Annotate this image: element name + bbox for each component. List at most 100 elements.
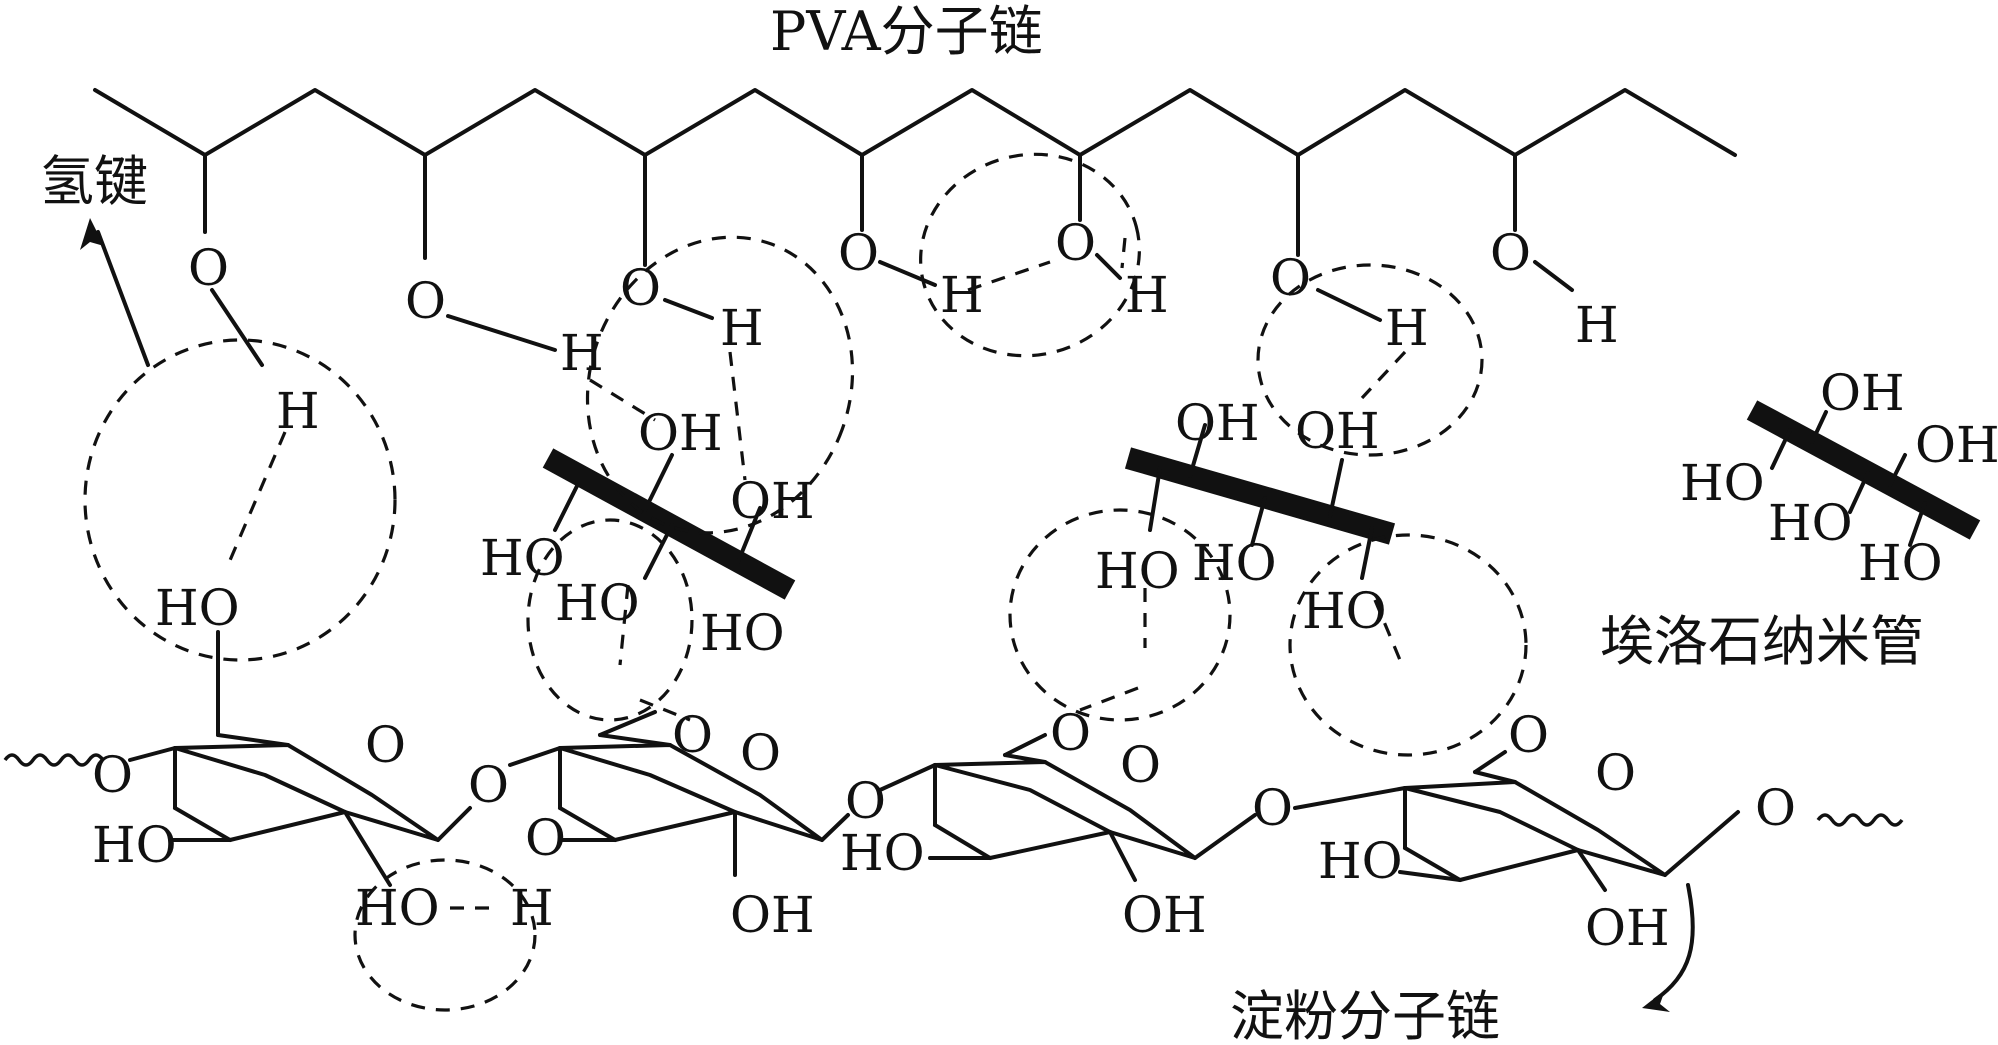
starch-chain-label: 淀粉分子链 [1230, 985, 1500, 1040]
hbond-dash [1120, 237, 1127, 269]
hbond-circle-2 [585, 235, 855, 535]
pva-oh-bond-5 [1095, 253, 1122, 280]
atom-h: H [560, 324, 604, 382]
atom-ho: HO [480, 529, 565, 587]
ring-4-bond [1458, 848, 1580, 882]
pva-oh-bond-1 [210, 288, 264, 367]
atom-h: H [1125, 266, 1169, 324]
hbond-dash [226, 431, 287, 566]
ring-4-bond [1293, 786, 1407, 810]
pva-atoms: O H O H O H O H O H O H O H [188, 214, 1619, 440]
atom-h: H [510, 879, 554, 937]
hbond-dash [1360, 350, 1407, 400]
atom-ho: HO [155, 579, 240, 637]
atom-ho: HO [92, 816, 177, 874]
atom-oh: OH [1122, 886, 1207, 944]
wavy-chain-end-left [3, 753, 105, 767]
atom-oh: OH [1585, 899, 1670, 957]
atom-o: O [1755, 779, 1796, 837]
ring-2-bond [613, 810, 737, 842]
atom-o: O [838, 224, 879, 282]
atom-oh: OH [1820, 364, 1905, 422]
hbond-dash [618, 584, 630, 666]
tube-2-oh-bond [1360, 526, 1374, 580]
ring-3-bond [1003, 753, 1047, 764]
atom-ho: HO [1302, 582, 1387, 640]
pva-backbone [93, 88, 1737, 157]
hydrogen-bond-arrow [96, 230, 150, 367]
halloysite-tube-1 [542, 448, 796, 600]
tube-2-oh-bond [1148, 466, 1162, 532]
ring-3-bond [988, 830, 1112, 860]
atom-o: O [468, 756, 509, 814]
tube-2-oh-bond [1328, 458, 1344, 518]
hbond-dash [589, 378, 656, 422]
arrows [80, 218, 1695, 1012]
atom-o: O [188, 239, 229, 297]
ring-4-bond [1576, 848, 1607, 892]
atom-oh: OH [1915, 416, 1998, 474]
tube-3-oh-bond [1908, 501, 1927, 547]
starch-chain [3, 630, 1904, 892]
atom-o: O [365, 716, 406, 774]
atom-oh: OH [730, 886, 815, 944]
atom-o: O [1270, 249, 1311, 307]
atom-ho: HO [1095, 542, 1180, 600]
atom-o: O [1508, 706, 1549, 764]
pva-oh-bond-6 [1316, 288, 1382, 322]
atom-h: H [940, 266, 984, 324]
halloysite-nanotubes: OH HO OH HO HO OH OH HO HO HO OH OH HO H… [480, 364, 1998, 662]
tube-1-oh-bond [643, 523, 674, 580]
tube-3-oh-bond [1810, 410, 1828, 444]
ring-4-bond [1663, 810, 1740, 877]
pva-oh-bond-7 [1533, 260, 1574, 292]
pva-chain-label: PVA分子链 [770, 0, 1043, 63]
pva-oh-bond-2 [446, 314, 557, 352]
hbond-dash [728, 351, 747, 481]
atom-h: H [720, 299, 764, 357]
hbond-dash [1373, 599, 1402, 661]
pva-chain [93, 88, 1737, 367]
labels: PVA分子链 氢键 埃洛石纳米管 淀粉分子链 [40, 0, 1924, 1045]
ring-4-bond [1473, 770, 1517, 784]
ring-3-bond [878, 763, 937, 792]
hbond-circle-3 [526, 518, 694, 722]
atom-oh: OH [638, 404, 723, 462]
atom-h: H [276, 382, 320, 440]
hbond-circle-7 [1288, 533, 1528, 757]
hydrogen-bond-circles [83, 152, 1528, 1012]
atom-o: O [1050, 704, 1091, 762]
atom-ho: HO [555, 574, 640, 632]
ring-1-bond [436, 806, 472, 842]
atom-ho: HO [840, 824, 925, 882]
ring-1-bond [173, 806, 232, 842]
atom-o: O [845, 772, 886, 830]
hbond-circle-8 [353, 858, 537, 1012]
arrow-head-icon [1642, 990, 1670, 1012]
tube-3-oh-bond [1848, 471, 1870, 514]
atom-h: H [1575, 296, 1619, 354]
starch-atoms: O HO HO O O O HO H O O OH O HO O O OH O … [92, 579, 1796, 957]
ring-2-bond [558, 806, 617, 842]
tube-1-oh-bond [736, 506, 762, 564]
hbond-circle-1 [83, 338, 397, 662]
ring-4-bond [1403, 846, 1462, 882]
atom-o: O [740, 724, 781, 782]
ring-1-bond [128, 746, 177, 762]
hbond-dash [1079, 686, 1139, 712]
atom-o: O [672, 706, 713, 764]
atom-ho: HO [1768, 494, 1853, 552]
tube-3-oh-bond [1888, 453, 1907, 487]
ring-4-bond [1398, 870, 1462, 882]
ring-2-bond [598, 710, 657, 737]
ring-2-bond [598, 733, 672, 747]
starch-chain-arrow [1653, 883, 1695, 1002]
tube-1-oh-bond [643, 453, 674, 512]
atom-ho: HO [1858, 534, 1943, 592]
atom-oh: OH [1175, 394, 1260, 452]
tube-2-oh-bond [1188, 423, 1207, 478]
atom-o: O [620, 259, 661, 317]
ring-4-bond [1473, 750, 1507, 774]
hydrogen-bond-label: 氢键 [40, 150, 148, 213]
